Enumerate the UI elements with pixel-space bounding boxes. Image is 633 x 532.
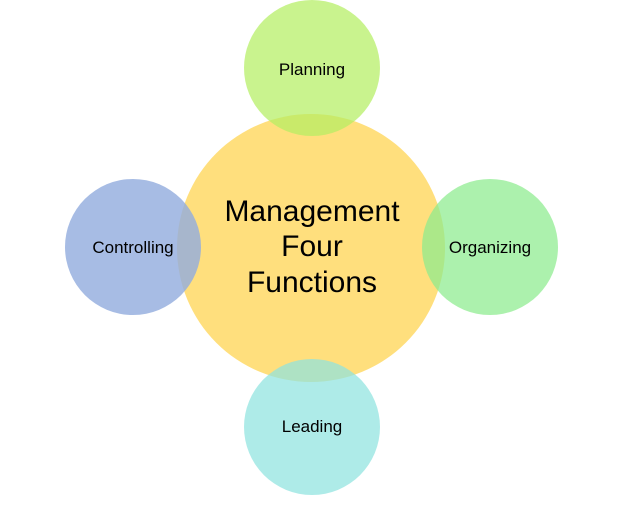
organizing-label: Organizing	[449, 238, 531, 257]
controlling-label: Controlling	[92, 238, 173, 257]
organizing-circle	[422, 179, 558, 315]
controlling-circle	[65, 179, 201, 315]
center-label-line-3: Functions	[247, 266, 377, 299]
center-label-line-2: Four	[281, 230, 343, 263]
planning-label: Planning	[279, 60, 345, 79]
center-circle	[177, 114, 445, 382]
planning-circle	[244, 0, 380, 136]
leading-circle	[244, 359, 380, 495]
leading-label: Leading	[282, 417, 343, 436]
center-label-line-1: Management	[224, 195, 400, 228]
